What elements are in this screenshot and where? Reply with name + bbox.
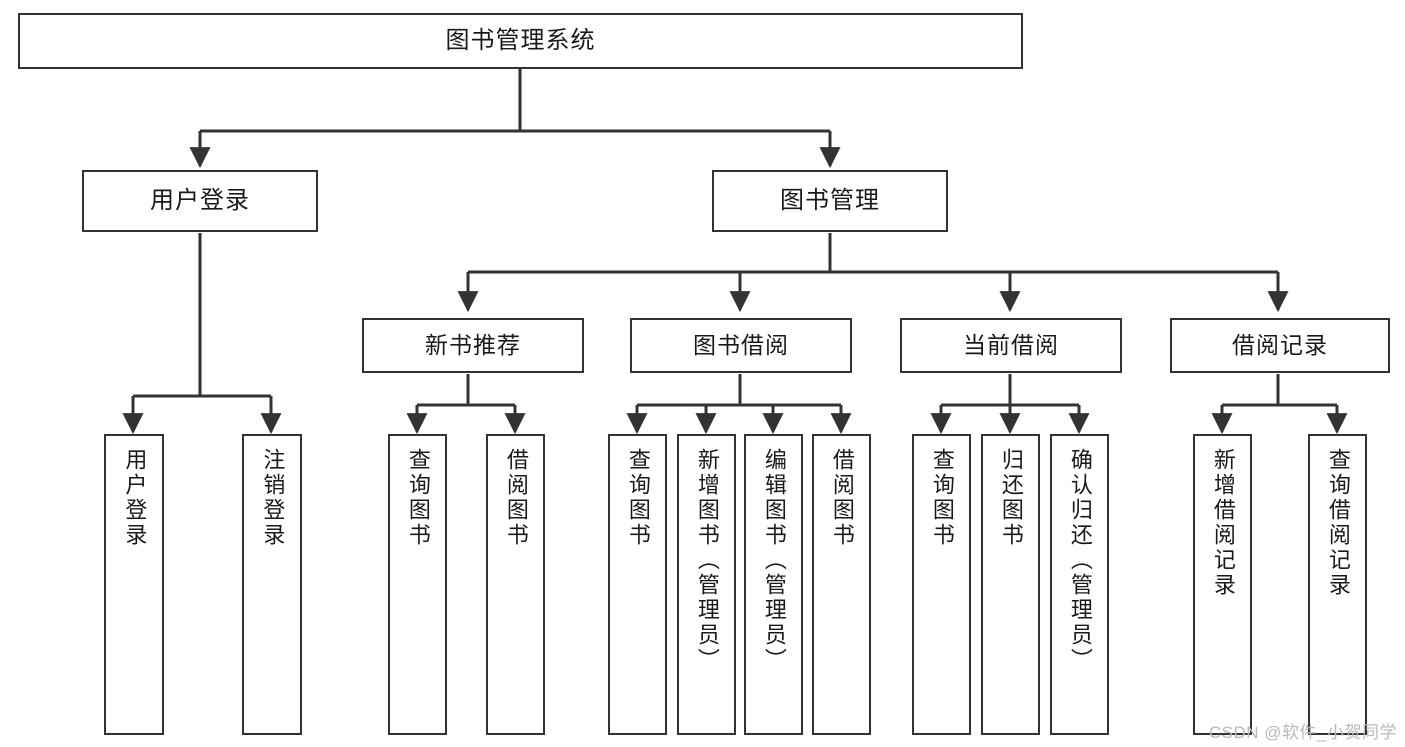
node-leaf-borrow-book[interactable]: 借阅图书 <box>812 434 871 735</box>
node-label: 图书借阅 <box>693 331 789 358</box>
node-label: 用户登录 <box>150 186 250 214</box>
node-leaf-edit-book[interactable]: 编辑图书（管理员） <box>744 434 803 735</box>
node-label: 用户登录 <box>122 448 148 548</box>
node-leaf-user-login[interactable]: 用户登录 <box>104 434 164 735</box>
node-label: 当前借阅 <box>963 331 1059 358</box>
node-root-system[interactable]: 图书管理系统 <box>18 13 1023 69</box>
node-label: 查询图书 <box>929 448 955 548</box>
node-label: 新增图书（管理员） <box>694 448 720 673</box>
node-label: 图书管理系统 <box>445 26 596 54</box>
node-leaf-add-book[interactable]: 新增图书（管理员） <box>677 434 736 735</box>
node-label: 归还图书 <box>998 448 1024 548</box>
node-book-management[interactable]: 图书管理 <box>712 170 948 232</box>
node-leaf-confirm-return[interactable]: 确认归还（管理员） <box>1050 434 1109 735</box>
node-label: 注销登录 <box>260 448 286 548</box>
node-label: 借阅图书 <box>829 448 855 548</box>
node-label: 查询借阅记录 <box>1325 448 1351 598</box>
node-new-book-recommend[interactable]: 新书推荐 <box>362 318 584 373</box>
node-label: 查询图书 <box>405 448 431 548</box>
node-book-borrow[interactable]: 图书借阅 <box>630 318 852 373</box>
node-label: 新增借阅记录 <box>1210 448 1236 598</box>
node-leaf-query-borrow-record[interactable]: 查询借阅记录 <box>1308 434 1367 735</box>
node-leaf-query-book-recommend[interactable]: 查询图书 <box>388 434 447 735</box>
node-label: 图书管理 <box>780 186 880 214</box>
node-label: 编辑图书（管理员） <box>761 448 787 673</box>
node-label: 查询图书 <box>625 448 651 548</box>
node-borrow-record[interactable]: 借阅记录 <box>1170 318 1390 373</box>
node-current-borrow[interactable]: 当前借阅 <box>900 318 1122 373</box>
node-label: 确认归还（管理员） <box>1067 448 1093 673</box>
node-leaf-query-book-borrow[interactable]: 查询图书 <box>608 434 667 735</box>
watermark-text: CSDN @软件_小贺同学 <box>1208 723 1397 742</box>
node-leaf-logout-login[interactable]: 注销登录 <box>242 434 302 735</box>
node-leaf-return-book[interactable]: 归还图书 <box>981 434 1040 735</box>
node-user-login[interactable]: 用户登录 <box>82 170 318 232</box>
node-leaf-query-book-current[interactable]: 查询图书 <box>912 434 971 735</box>
node-label: 借阅图书 <box>503 448 529 548</box>
node-leaf-borrow-book-recommend[interactable]: 借阅图书 <box>486 434 545 735</box>
node-label: 新书推荐 <box>425 331 521 358</box>
node-label: 借阅记录 <box>1232 331 1328 358</box>
node-leaf-add-borrow-record[interactable]: 新增借阅记录 <box>1193 434 1252 735</box>
